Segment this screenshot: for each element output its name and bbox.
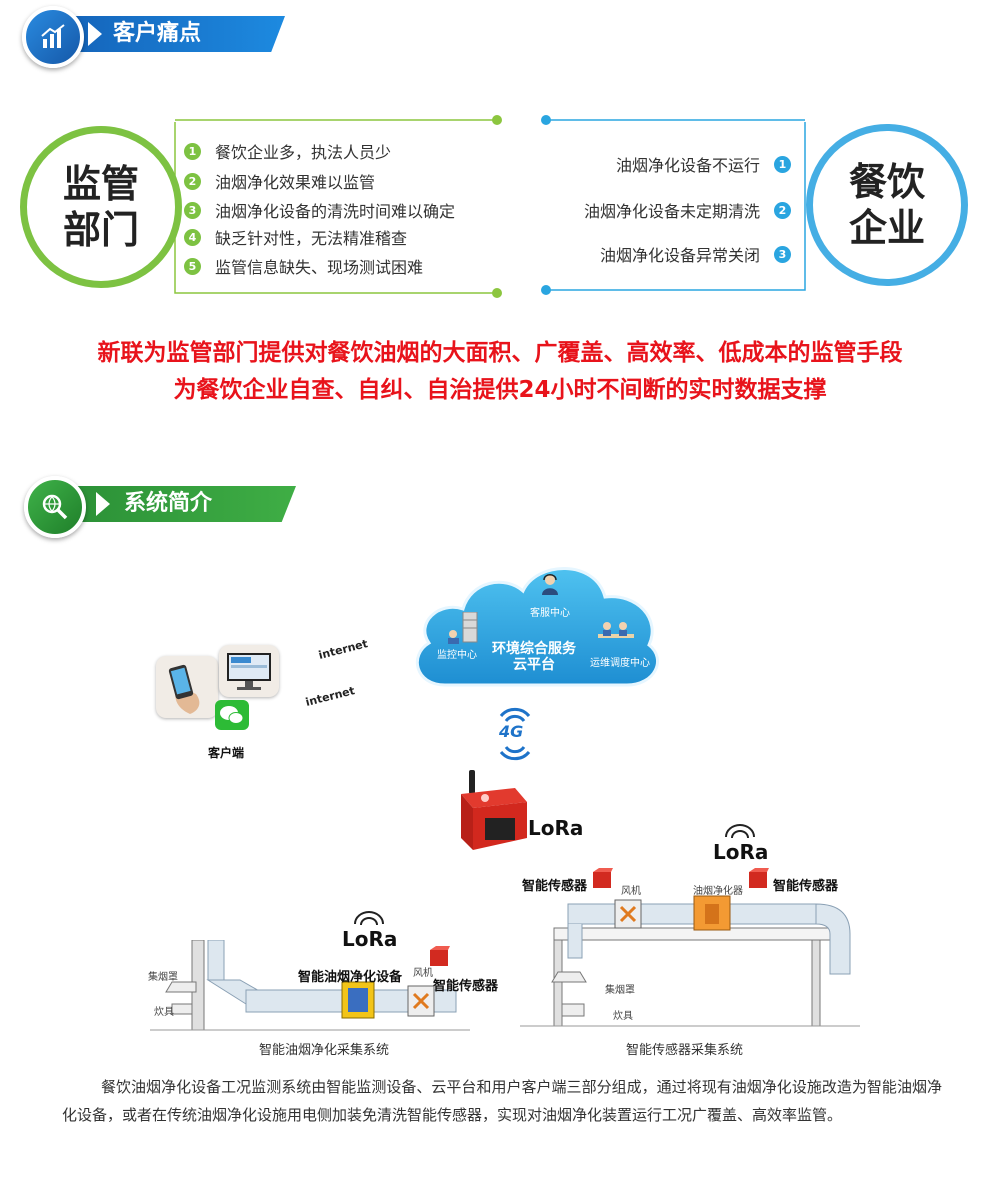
number-badge: 1 [184,142,201,160]
regulator-item-text: 油烟净化设备的清洗时间难以确定 [215,202,456,221]
enterprise-item: 油烟净化设备异常关闭 3 [600,242,791,266]
lora-label: LoRa [713,840,769,864]
wechat-icon [215,700,249,730]
cloud-title: 环境综合服务 云平台 [480,641,588,673]
cloud-ops-label: 运维调度中心 [590,658,650,669]
internet-label: internet [304,684,357,709]
regulator-item-text: 油烟净化效果难以监管 [215,173,376,192]
server-rack-icon [447,611,481,648]
lora-label: LoRa [528,816,584,840]
enterprise-item: 油烟净化设备未定期清洗 2 [584,198,791,222]
slogan-line2: 为餐饮企业自查、自纠、自治提供24小时不间断的实时数据支撑 [173,377,827,403]
number-badge: 2 [774,201,791,219]
net-4g-label: 4G [499,722,524,741]
client-label: 客户端 [208,746,245,760]
slogan-line1: 新联为监管部门提供对餐饮油烟的大面积、广覆盖、高效率、低成本的监管手段 [97,340,903,366]
section-banner-system: 系统简介 [58,486,296,522]
regulator-item: 1 餐饮企业多，执法人员少 [184,139,391,163]
enterprise-item-text: 油烟净化设备异常关闭 [599,246,760,265]
number-badge: 3 [184,201,201,219]
enterprise-title-line1: 餐饮 [848,160,925,204]
regulator-item-text: 监管信息缺失、现场测试困难 [215,258,424,277]
operators-icon [596,618,636,650]
cloud-service-label: 客服中心 [530,608,570,619]
internet-label: internet [317,637,370,662]
sensor-icon [593,868,613,888]
section-title: 客户痛点 [113,21,202,46]
cloud-monitor-label: 监控中心 [437,650,477,661]
enterprise-circle: 餐饮 企业 [806,124,968,286]
right-fan-label: 风机 [621,886,641,897]
number-badge: 3 [774,245,791,263]
enterprise-item-text: 油烟净化设备未定期清洗 [583,202,760,221]
section-title: 系统简介 [124,491,213,516]
regulator-item: 5 监管信息缺失、现场测试困难 [184,254,423,278]
bar-chart-icon [22,6,84,68]
enterprise-title-line2: 企业 [848,206,925,250]
left-caption: 智能油烟净化采集系统 [259,1043,390,1058]
cloud-title-line1: 环境综合服务 [492,641,576,657]
number-badge: 4 [184,228,201,246]
monitor-icon [219,645,279,697]
left-hood-label: 集烟罩 [148,972,178,983]
sensor-icon [430,946,450,966]
wireless-signal-icon [725,824,755,839]
left-fan-label: 风机 [413,968,433,979]
number-badge: 2 [184,172,201,190]
number-badge: 1 [774,155,791,173]
regulator-item-text: 餐饮企业多，执法人员少 [215,143,392,162]
left-duct-system [150,940,470,1031]
cloud-platform [415,567,660,687]
regulator-item: 3 油烟净化设备的清洗时间难以确定 [184,198,455,222]
regulator-item: 2 油烟净化效果难以监管 [184,169,375,193]
right-caption: 智能传感器采集系统 [626,1043,744,1058]
regulator-item-text: 缺乏针对性，无法精准稽查 [215,229,408,248]
banner-arrow [88,22,102,46]
regulator-item: 4 缺乏针对性，无法精准稽查 [184,225,407,249]
regulator-title-line2: 部门 [62,208,139,252]
wireless-4g-icon [499,707,531,761]
enterprise-item-text: 油烟净化设备不运行 [615,156,760,175]
left-stove-label: 炊具 [154,1007,174,1018]
left-purifier-label: 智能油烟净化设备 [298,970,403,985]
magnifier-globe-icon [24,476,86,538]
headset-agent-icon [541,573,559,595]
right-purifier-label: 油烟净化器 [693,886,743,897]
right-stove-label: 炊具 [613,1011,633,1022]
right-hood-label: 集烟罩 [605,985,635,996]
right-sensor-left-label: 智能传感器 [522,879,588,894]
banner-arrow [96,492,110,516]
lora-label: LoRa [342,927,398,951]
sensor-icon [749,868,769,888]
lora-gateway-icon [461,770,527,850]
system-description: 餐饮油烟净化设备工况监测系统由智能监测设备、云平台和用户客户端三部分组成，通过将… [62,1078,942,1124]
left-sensor-label: 智能传感器 [433,979,499,994]
phone-in-hand-icon [156,656,218,718]
enterprise-item: 油烟净化设备不运行 1 [616,152,791,176]
right-duct-system [520,895,860,1027]
regulator-title-line1: 监管 [62,162,139,206]
regulator-circle: 监管 部门 [20,126,182,288]
wireless-signal-icon [354,911,384,926]
number-badge: 5 [184,257,201,275]
cloud-title-line2: 云平台 [513,657,555,673]
right-sensor-right-label: 智能传感器 [773,879,839,894]
